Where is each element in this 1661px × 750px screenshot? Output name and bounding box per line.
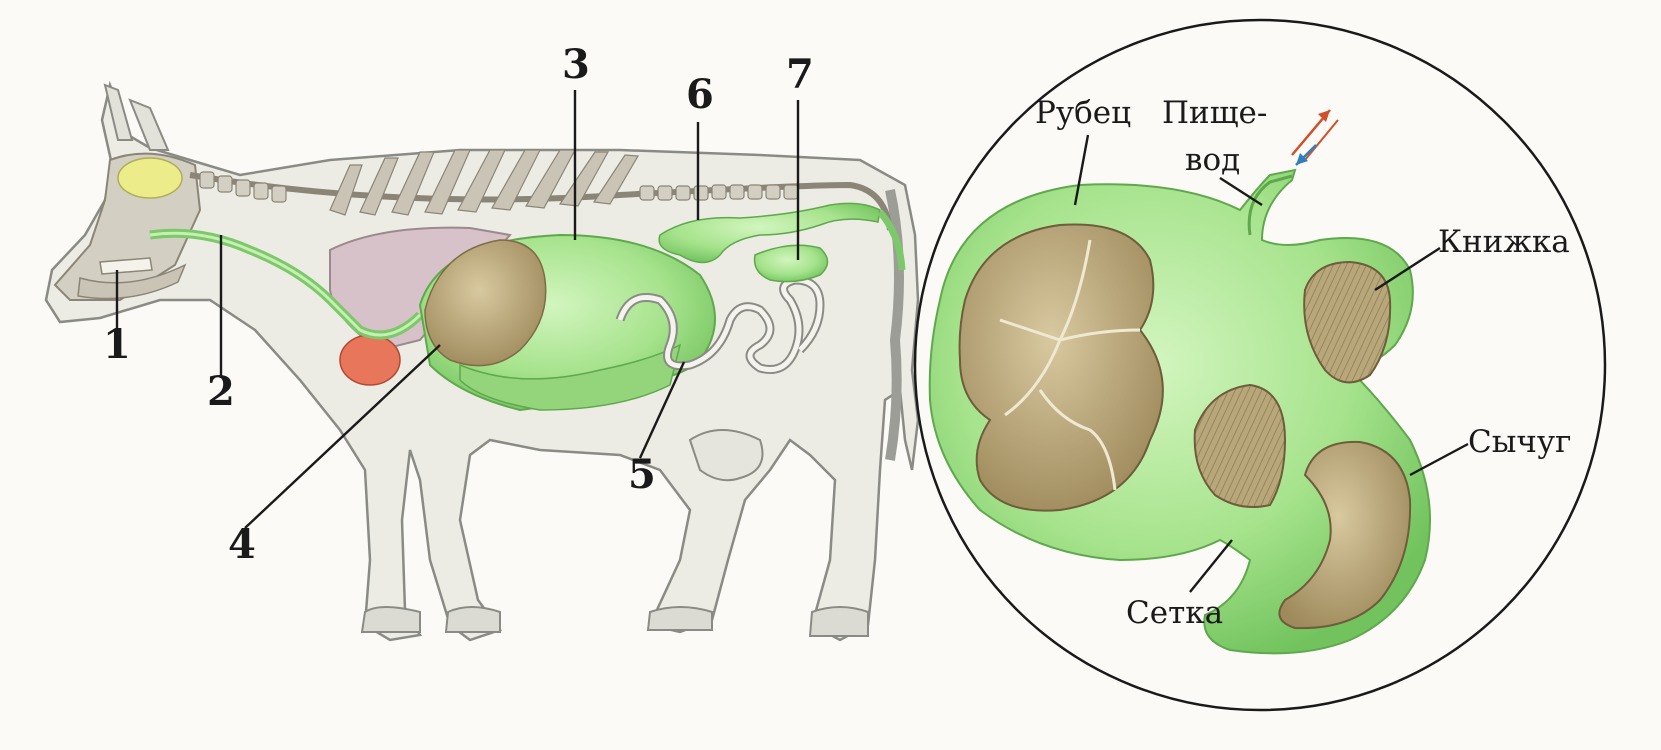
label-esophagus-2: вод [1185,142,1240,178]
cow-caecum [755,245,828,281]
cow-hoof [648,607,712,630]
cow-hoof [810,607,868,636]
cow-brain [118,158,182,198]
rumen-content [960,224,1163,510]
cow-heart [340,335,400,385]
label-3: 3 [562,41,590,88]
label-omasum: Книжка [1438,224,1570,260]
label-abomasum: Сычуг [1468,424,1571,460]
stomach-detail: Рубец Пище- вод Книжка Сычуг Сетка [915,20,1605,710]
label-6: 6 [686,71,714,118]
label-4: 4 [228,521,256,568]
label-7: 7 [786,51,814,98]
cow-illustration: 1 2 3 4 5 6 7 [46,41,918,640]
label-reticulum: Сетка [1126,595,1223,631]
label-5: 5 [628,451,656,498]
label-esophagus-1: Пище- [1162,95,1267,131]
label-rumen: Рубец [1035,95,1131,131]
cow-hoof [446,607,500,632]
cow-hoof [362,607,420,632]
